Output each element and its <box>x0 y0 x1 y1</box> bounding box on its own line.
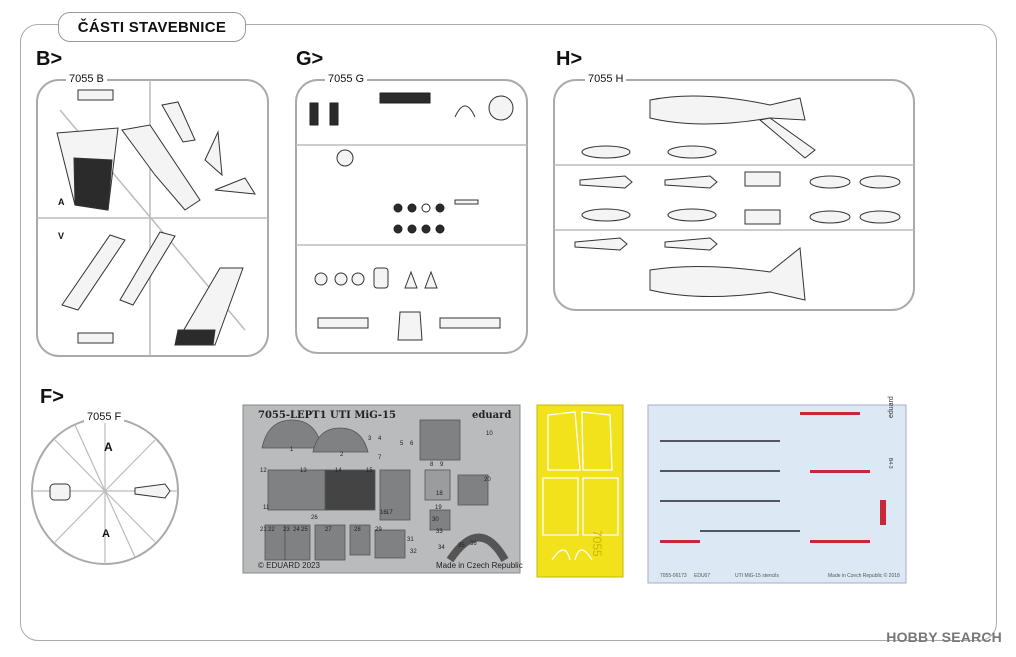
section-f-letter: F> <box>40 386 64 408</box>
pe-part-number: 24 <box>293 527 300 533</box>
pe-brand: eduard <box>472 410 512 421</box>
pe-part-number: 15 <box>366 468 373 474</box>
pe-part-number: 9 <box>440 462 444 468</box>
pe-name: UTI MiG-15 <box>330 410 396 421</box>
sprue-g-frame <box>295 79 528 354</box>
pe-part-number: 5 <box>400 441 404 447</box>
pe-part-number: 20 <box>484 477 491 483</box>
pe-made-in: Made in Czech Republic <box>436 561 523 570</box>
pe-part-number: 36 <box>470 541 477 547</box>
pe-part-number: 3 <box>368 436 372 442</box>
sprue-b-mark-v: V <box>58 231 65 241</box>
pe-part-number: 13 <box>300 468 307 474</box>
pe-code: 7055-LEPT1 <box>258 410 327 421</box>
pe-part-number: 6 <box>410 441 414 447</box>
sprue-f-mark-a: A <box>104 440 113 454</box>
section-g-letter: G> <box>296 48 324 70</box>
pe-part-number: 19 <box>435 505 442 511</box>
pe-part-number: 31 <box>407 537 414 543</box>
pe-part-number: 23 <box>283 527 290 533</box>
pe-part-number: 2 <box>340 452 344 458</box>
decal-code: 7055-06173 <box>660 573 687 579</box>
decal-ref: EDU07 <box>694 573 711 579</box>
sprue-h-code: 7055 H <box>585 73 627 85</box>
section-b-letter: B> <box>36 48 63 70</box>
decal-side-label: B4-3 <box>887 458 893 469</box>
pe-part-number: 7 <box>378 455 382 461</box>
decal-title: UTI MiG-15 stencils <box>735 573 779 579</box>
fuselage-lower <box>649 247 806 301</box>
sprue-g-code: 7055 G <box>325 73 368 85</box>
pe-part-number: 25 <box>301 527 308 533</box>
mask-code: 7055 <box>590 530 604 557</box>
pe-part-number: 21 <box>260 527 267 533</box>
page-title: ČÁSTI STAVEBNICE <box>58 12 246 42</box>
pe-part-number: 32 <box>410 549 417 555</box>
pe-part-number: 35 <box>458 543 465 549</box>
sprue-b-code: 7055 B <box>66 73 107 85</box>
pe-part-number: 33 <box>436 529 443 535</box>
pe-part-number: 34 <box>438 545 445 551</box>
parts-frame <box>20 24 997 641</box>
section-h-letter: H> <box>556 48 583 70</box>
pe-part-number: 10 <box>486 431 493 437</box>
pe-part-number: 18 <box>436 491 443 497</box>
pe-part-number: 16 <box>380 510 387 516</box>
decal-brand: eduard <box>888 396 895 418</box>
pe-part-number: 17 <box>386 510 393 516</box>
pe-part-number: 22 <box>268 527 275 533</box>
pe-part-number: 26 <box>311 515 318 521</box>
fuselage-half <box>121 124 201 211</box>
sprue-f-code: 7055 F <box>84 411 125 423</box>
watermark: HOBBY SEARCH <box>886 629 1002 645</box>
decal-sheet-bg <box>647 404 907 584</box>
sprue-h-frame <box>553 79 915 311</box>
pe-part-number: 27 <box>325 527 332 533</box>
pe-part-number: 29 <box>375 527 382 533</box>
pe-part-number: 12 <box>260 468 267 474</box>
mask-sheet-bg <box>536 404 624 578</box>
fuselage-upper <box>649 95 806 125</box>
sprue-f-mark-b: A <box>102 528 110 540</box>
pe-part-number: 1 <box>290 447 294 453</box>
sprue-b-mark-a: A <box>58 197 65 207</box>
decal-made-in: Made in Czech Republic © 2018 <box>828 573 900 579</box>
pe-part-number: 14 <box>335 468 342 474</box>
pe-part-number: 11 <box>263 505 270 511</box>
pe-part-number: 30 <box>432 517 439 523</box>
pe-part-number: 4 <box>378 436 382 442</box>
pe-copyright: © EDUARD 2023 <box>258 561 320 570</box>
pe-part-number: 8 <box>430 462 434 468</box>
pe-part-number: 28 <box>354 527 361 533</box>
